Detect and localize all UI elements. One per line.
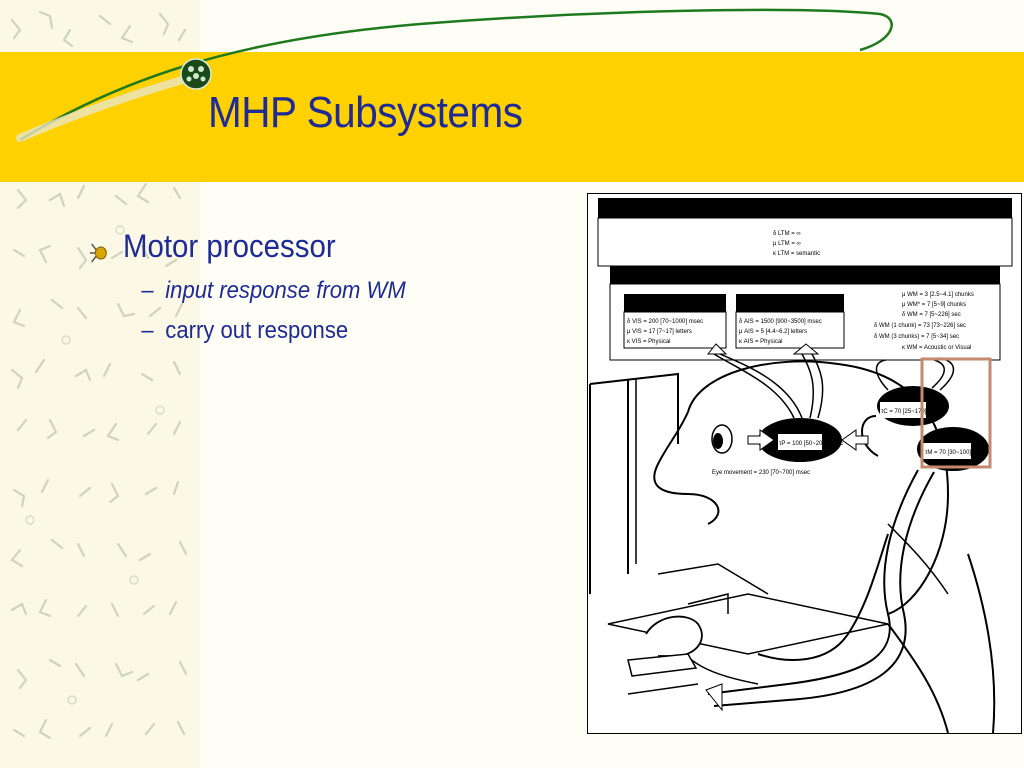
wm-delta3: δ WM (3 chunks) = 7 [5~34] sec (874, 334, 959, 340)
ltm-delta: δ LTM = ∞ (773, 231, 801, 237)
wm-kappa: κ WM = Acoustic or Visual (902, 345, 971, 351)
eye-movement: Eye movement = 230 [70~700] msec (712, 470, 810, 476)
bullet-main: Motor processor (88, 228, 511, 265)
title-banner (0, 52, 1024, 182)
wm-header-bar (610, 266, 1000, 284)
swoosh-decoration (16, 8, 893, 142)
mhp-diagram: δ LTM = ∞ μ LTM = ∞ κ LTM = semantic δ V… (589, 198, 1013, 733)
vis-mu: μ VIS = 17 [7~17] letters (627, 329, 692, 335)
wm-delta1: δ WM = 7 [5~226] sec (902, 312, 961, 318)
mhp-figure: δ LTM = ∞ μ LTM = ∞ κ LTM = semantic δ V… (587, 193, 1022, 734)
motor-highlight-box (920, 357, 992, 469)
ltm-header-bar (598, 198, 1012, 218)
ais-kappa: κ AIS = Physical (739, 339, 783, 345)
sub-bullet-text: carry out response (165, 317, 349, 344)
sub-bullet-dash: – (141, 317, 154, 344)
wm-delta2: δ WM (1 chunk) = 73 [73~226] sec (874, 323, 966, 329)
perceptual-processor: τP = 100 [50~200] msec (779, 441, 843, 447)
sub-bullet-text: input response from WM (165, 277, 406, 304)
ais-header (736, 294, 844, 312)
vis-delta: δ VIS = 200 [70~1000] msec (627, 319, 703, 325)
vis-kappa: κ VIS = Physical (627, 339, 671, 345)
vis-header (624, 294, 726, 312)
slide-content: Motor processor – input response from WM… (88, 228, 548, 345)
ltm-mu: μ LTM = ∞ (773, 241, 801, 247)
bullet-star-icon (89, 243, 107, 263)
ltm-kappa: κ LTM = semantic (773, 251, 820, 257)
slide-title: MHP Subsystems (208, 88, 523, 137)
sub-bullet-dash: – (141, 277, 154, 304)
bullet-main-text: Motor processor (122, 228, 336, 264)
cognitive-processor: τC = 70 [25~170] msec (881, 409, 942, 415)
motor-processor: τM = 70 [30~100] msec (925, 450, 987, 456)
ais-delta: δ AIS = 1500 [900~3500] msec (739, 319, 822, 325)
ais-mu: μ AIS = 5 [4.4~6.2] letters (739, 329, 807, 335)
sub-bullet: – carry out response (88, 317, 511, 345)
wm-mu2: μ WM* = 7 [5~9] chunks (902, 302, 966, 308)
sub-bullet: – input response from WM (88, 277, 511, 305)
wm-mu1: μ WM = 3 [2.5~4.1] chunks (902, 292, 974, 298)
